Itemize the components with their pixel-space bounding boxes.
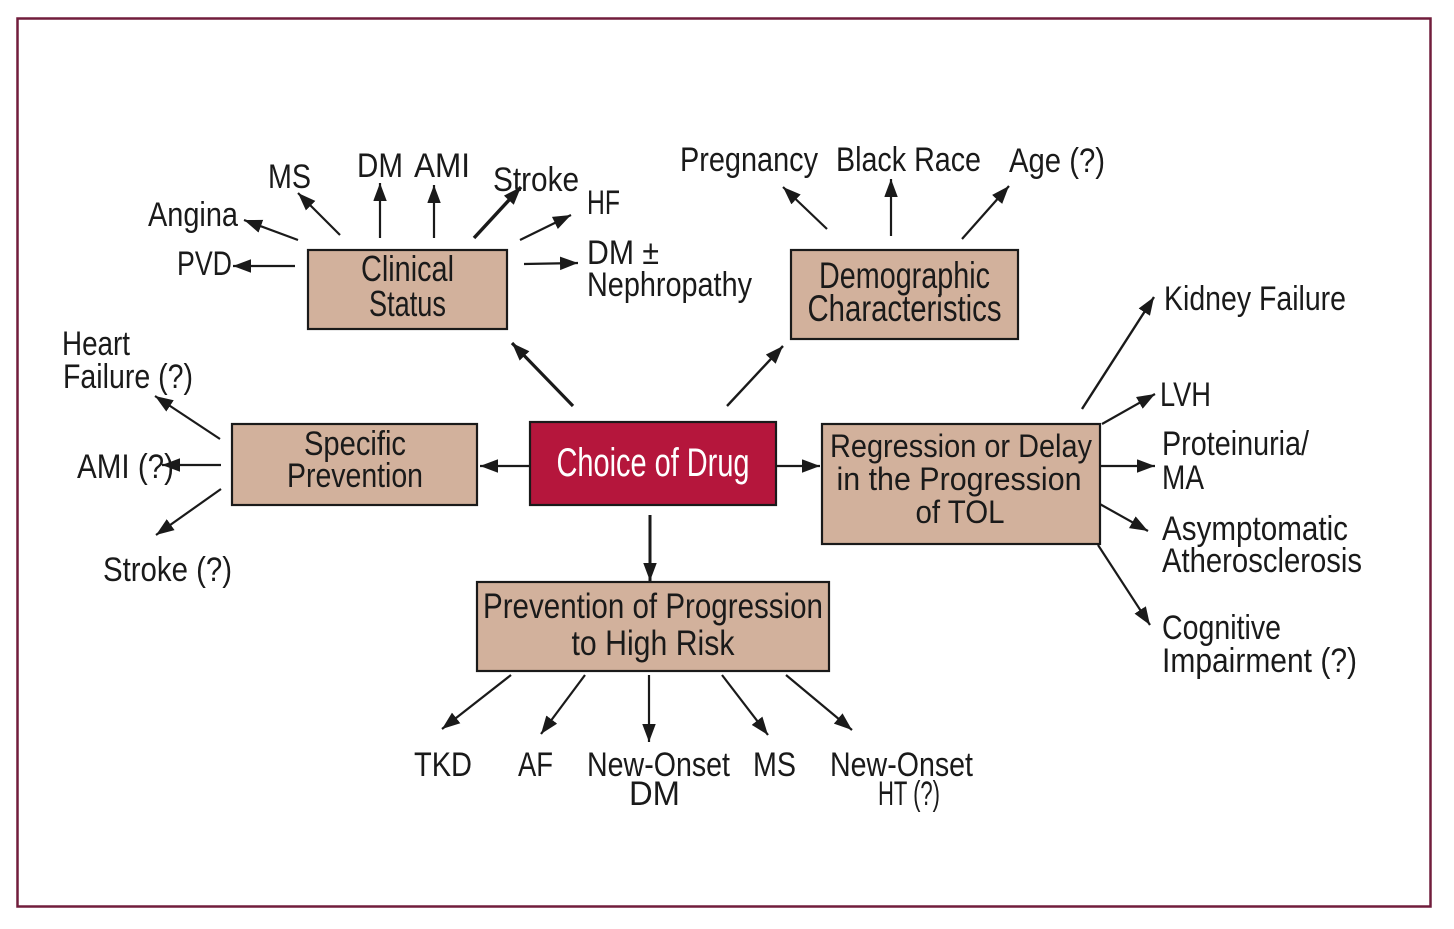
svg-text:AMI (?): AMI (?) xyxy=(77,448,174,486)
svg-text:Clinical: Clinical xyxy=(361,248,454,289)
svg-text:New-Onset: New-Onset xyxy=(830,746,973,784)
svg-text:Heart: Heart xyxy=(62,325,130,363)
svg-text:MS: MS xyxy=(268,158,311,196)
svg-text:DM: DM xyxy=(357,147,403,185)
svg-text:Black Race: Black Race xyxy=(836,141,981,179)
svg-text:HF: HF xyxy=(587,184,620,222)
svg-text:Kidney Failure: Kidney Failure xyxy=(1164,280,1346,318)
svg-text:HT (?): HT (?) xyxy=(878,775,940,813)
svg-text:MS: MS xyxy=(753,746,796,784)
svg-text:Prevention: Prevention xyxy=(287,457,423,495)
svg-text:DM ±: DM ± xyxy=(587,234,659,272)
svg-text:Stroke: Stroke xyxy=(493,161,579,199)
svg-text:Stroke (?): Stroke (?) xyxy=(103,551,232,589)
svg-text:New-Onset: New-Onset xyxy=(587,746,730,784)
svg-text:to High Risk: to High Risk xyxy=(572,624,735,663)
svg-text:Specific: Specific xyxy=(304,425,406,463)
svg-text:in the Progression: in the Progression xyxy=(837,461,1082,497)
svg-text:Characteristics: Characteristics xyxy=(808,288,1002,329)
svg-text:Angina: Angina xyxy=(148,196,238,234)
svg-text:Impairment (?): Impairment (?) xyxy=(1162,642,1357,680)
svg-text:Cognitive: Cognitive xyxy=(1162,609,1281,647)
svg-text:Pregnancy: Pregnancy xyxy=(680,141,818,179)
svg-text:Atherosclerosis: Atherosclerosis xyxy=(1162,542,1362,580)
svg-text:Nephropathy: Nephropathy xyxy=(587,266,752,304)
svg-text:of TOL: of TOL xyxy=(916,494,1005,530)
svg-text:TKD: TKD xyxy=(414,746,472,784)
svg-text:Proteinuria/: Proteinuria/ xyxy=(1162,425,1309,463)
svg-text:DM: DM xyxy=(629,775,680,813)
svg-text:AMI: AMI xyxy=(414,147,470,185)
svg-text:MA: MA xyxy=(1162,459,1204,497)
svg-text:Choice of Drug: Choice of Drug xyxy=(557,441,750,485)
svg-text:PVD: PVD xyxy=(177,245,232,283)
svg-text:Regression or Delay: Regression or Delay xyxy=(830,428,1092,464)
svg-text:Demographic: Demographic xyxy=(819,255,990,296)
svg-text:AF: AF xyxy=(518,746,553,784)
svg-text:Asymptomatic: Asymptomatic xyxy=(1162,510,1348,548)
svg-text:Age (?): Age (?) xyxy=(1009,142,1105,180)
svg-text:Status: Status xyxy=(369,283,446,324)
svg-text:Prevention of Progression: Prevention of Progression xyxy=(483,587,823,626)
svg-text:Failure (?): Failure (?) xyxy=(63,358,193,396)
svg-text:LVH: LVH xyxy=(1160,376,1211,414)
